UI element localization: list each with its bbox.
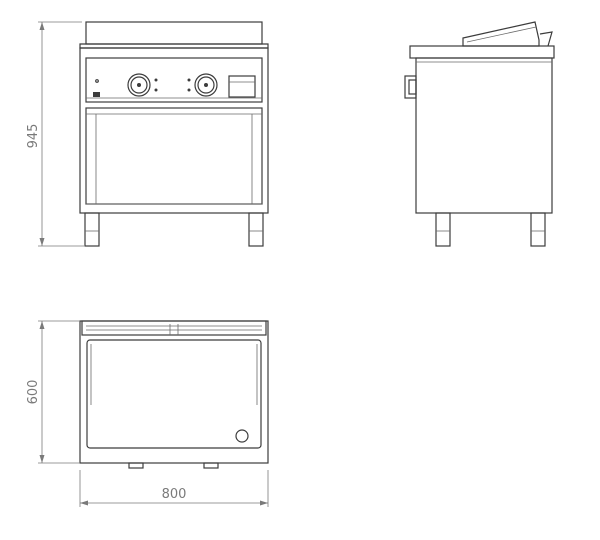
indicator-light: [95, 79, 99, 83]
side-body: [415, 57, 553, 214]
open-cabinet: [85, 107, 263, 205]
badge-logo: [93, 92, 100, 97]
width-dimension: 800: [79, 470, 269, 507]
width-label: 800: [162, 487, 187, 502]
side-splash-guard: [462, 21, 540, 47]
front-leg-right: [248, 212, 264, 247]
side-splash-back: [539, 31, 553, 47]
rating-plate: [228, 75, 256, 98]
side-view: [404, 21, 555, 247]
top-foot-left: [128, 462, 144, 469]
knob-right: [187, 73, 218, 97]
front-top-plate: [85, 21, 263, 45]
side-top-plate: [409, 45, 555, 59]
side-leg-front: [435, 212, 451, 247]
cooking-plate: [86, 339, 262, 449]
depth-label: 600: [26, 380, 41, 405]
depth-dimension: 600: [26, 320, 80, 464]
control-panel: [85, 57, 263, 103]
top-view: [79, 320, 269, 469]
top-foot-right: [203, 462, 219, 469]
knob-left: [127, 73, 158, 97]
side-leg-rear: [530, 212, 546, 247]
side-knob: [404, 75, 417, 99]
front-leg-left: [84, 212, 100, 247]
drain-hole: [235, 429, 249, 443]
top-splash-rail: [81, 320, 267, 336]
height-label: 945: [26, 124, 41, 149]
front-body: [79, 47, 269, 214]
front-view: [79, 21, 269, 247]
height-dimension: 945: [26, 21, 84, 247]
